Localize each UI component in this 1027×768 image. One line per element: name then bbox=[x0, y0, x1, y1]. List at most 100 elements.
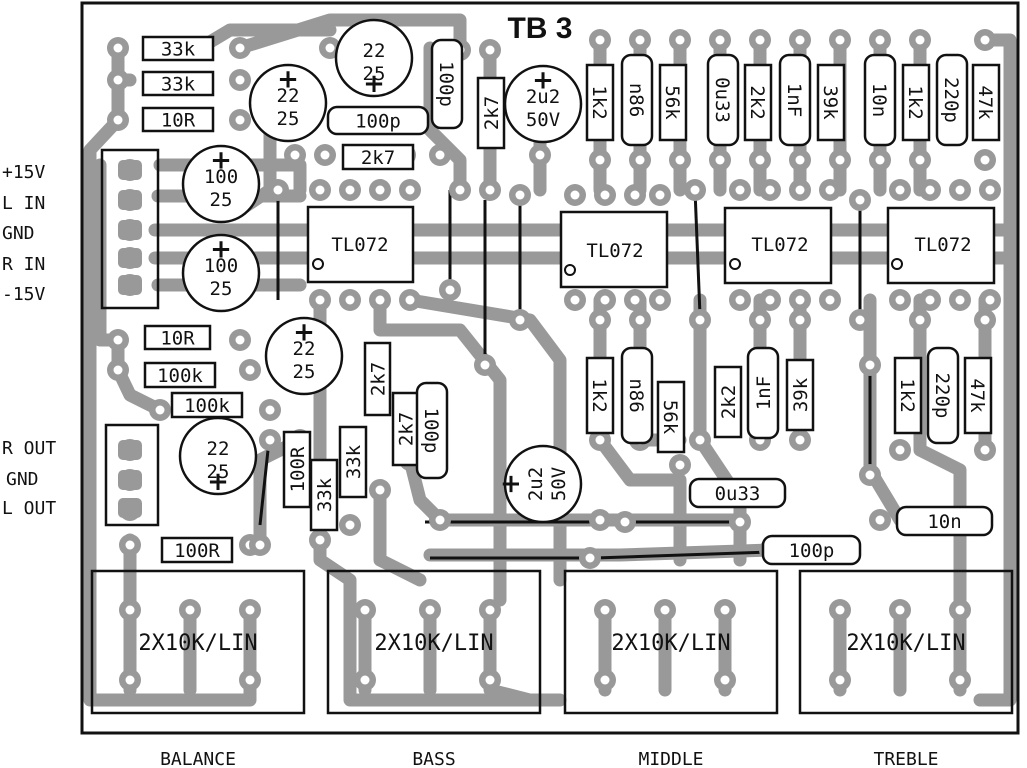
pad-hole bbox=[715, 35, 725, 45]
pot-value: 2X10K/LIN bbox=[611, 631, 730, 656]
component-value: 39k bbox=[819, 85, 841, 120]
input-label-pos15v: +15V bbox=[2, 162, 46, 183]
input-label-neg15v: -15V bbox=[2, 284, 46, 305]
pad-hole bbox=[765, 185, 775, 195]
capacitor-voltage: 50V bbox=[526, 109, 560, 131]
pot-balance: 2X10K/LIN bbox=[90, 569, 306, 715]
pad-hole bbox=[735, 517, 745, 527]
component: 1k2 bbox=[901, 63, 931, 142]
pad-hole bbox=[715, 155, 725, 165]
component: 0u33 bbox=[688, 477, 787, 509]
component-value: 47k bbox=[974, 85, 996, 120]
capacitor-voltage: 25 bbox=[207, 461, 230, 483]
pad-hole bbox=[375, 295, 385, 305]
pot-name-balance: BALANCE bbox=[160, 749, 236, 768]
pad-hole bbox=[755, 315, 765, 325]
pad-hole bbox=[245, 365, 255, 375]
pad-hole bbox=[485, 675, 495, 685]
capacitor-value: 100 bbox=[204, 166, 238, 188]
component: 1nF bbox=[746, 346, 780, 440]
pad-hole bbox=[405, 295, 415, 305]
pad-hole bbox=[320, 150, 330, 160]
pad-hole bbox=[315, 295, 325, 305]
ic-label: TL072 bbox=[331, 234, 388, 256]
connector-pin bbox=[118, 190, 142, 210]
component: 33k bbox=[309, 458, 339, 532]
pad-hole bbox=[375, 185, 385, 195]
pad-hole bbox=[875, 515, 885, 525]
capacitor-value: 2u2 bbox=[526, 86, 560, 108]
pad-hole bbox=[695, 315, 705, 325]
connector-pin bbox=[118, 440, 142, 460]
pad-hole bbox=[515, 190, 525, 200]
pad-hole bbox=[113, 365, 123, 375]
pad-hole bbox=[675, 35, 685, 45]
capacitor-voltage: 25 bbox=[210, 278, 233, 300]
pad-hole bbox=[375, 485, 385, 495]
pad-hole bbox=[245, 675, 255, 685]
pad-hole bbox=[980, 155, 990, 165]
pad-hole bbox=[425, 605, 435, 615]
pad-hole bbox=[235, 115, 245, 125]
component-value: 100p bbox=[420, 408, 442, 454]
pad-hole bbox=[455, 185, 465, 195]
component-value: 2k2 bbox=[746, 85, 768, 119]
pad-hole bbox=[570, 190, 580, 200]
component-value: 10R bbox=[161, 110, 196, 132]
component: 100R bbox=[160, 536, 234, 564]
ic-label: TL072 bbox=[914, 234, 971, 256]
connector-pin bbox=[118, 275, 142, 295]
pad-hole bbox=[235, 75, 245, 85]
input-labels: +15V L IN GND R IN -15V bbox=[2, 162, 46, 305]
pad-hole bbox=[735, 295, 745, 305]
pad-hole bbox=[595, 155, 605, 165]
component-value: 220p bbox=[931, 373, 953, 419]
pad-hole bbox=[955, 185, 965, 195]
pad-hole bbox=[655, 295, 665, 305]
output-label-gnd: GND bbox=[6, 469, 39, 490]
pad-hole bbox=[695, 435, 705, 445]
connector-pin bbox=[118, 220, 142, 240]
pad-hole bbox=[835, 675, 845, 685]
component-value: 100p bbox=[355, 111, 401, 133]
component: 100k bbox=[143, 361, 217, 389]
pad-hole bbox=[113, 335, 123, 345]
component: 10n bbox=[895, 505, 994, 537]
pot-name-treble: TREBLE bbox=[873, 749, 938, 768]
pad-hole bbox=[600, 190, 610, 200]
pad-hole bbox=[865, 360, 875, 370]
component-value: 2k7 bbox=[368, 362, 390, 396]
pot-bass: 2X10K/LIN bbox=[326, 569, 542, 715]
component-value: 33k bbox=[343, 444, 365, 479]
pad-hole bbox=[345, 295, 355, 305]
pad-hole bbox=[980, 315, 990, 325]
pad-hole bbox=[825, 185, 835, 195]
connector-pin bbox=[118, 248, 142, 268]
pad-hole bbox=[795, 295, 805, 305]
jumper-wires bbox=[258, 189, 872, 560]
component: 100p bbox=[761, 534, 862, 566]
pad-hole bbox=[925, 185, 935, 195]
component: 220p bbox=[926, 346, 960, 445]
pad-hole bbox=[290, 150, 300, 160]
component: 100p bbox=[326, 105, 430, 136]
component: 10R bbox=[141, 106, 215, 133]
pad-hole bbox=[345, 520, 355, 530]
component: 220p bbox=[935, 53, 969, 147]
component-value: 39k bbox=[790, 377, 812, 412]
capacitor-value: 22 bbox=[207, 438, 230, 460]
pad-hole bbox=[660, 605, 670, 615]
pot-names: BALANCE BASS MIDDLE TREBLE bbox=[160, 749, 938, 768]
pot-name-middle: MIDDLE bbox=[638, 749, 703, 768]
component: 100R bbox=[282, 430, 312, 509]
pad-hole bbox=[895, 185, 905, 195]
pad-hole bbox=[315, 185, 325, 195]
pad-hole bbox=[855, 315, 865, 325]
component-value: 1k2 bbox=[896, 378, 918, 412]
pad-hole bbox=[955, 675, 965, 685]
pad-hole bbox=[515, 315, 525, 325]
component: 2k7 bbox=[363, 341, 392, 417]
component-value: 33k bbox=[161, 39, 196, 61]
